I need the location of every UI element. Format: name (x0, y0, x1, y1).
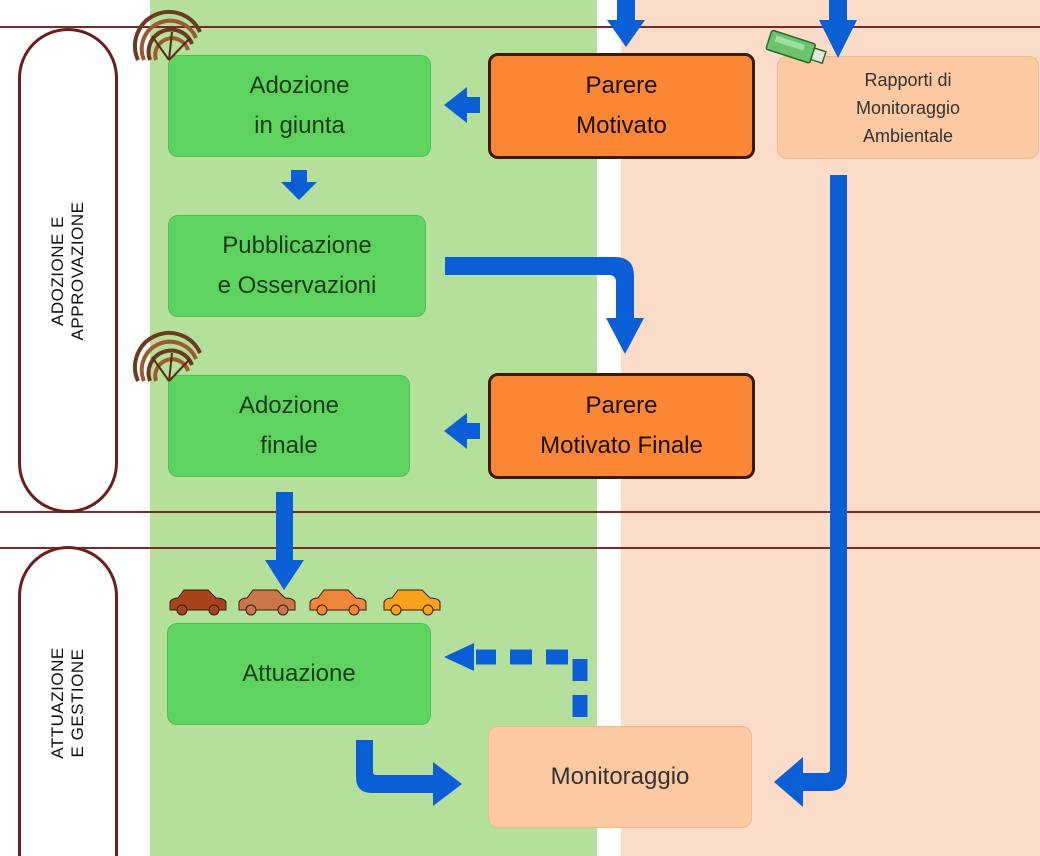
phase-divider-bottom (0, 547, 1040, 549)
assembly-seats-icon (132, 9, 202, 63)
box-pubblicazione-osservazioni: Pubblicazione e Osservazioni (168, 215, 426, 317)
box-parere-motivato-finale: Parere Motivato Finale (488, 373, 755, 479)
box-attuazione: Attuazione (167, 623, 431, 725)
car-icon (238, 589, 296, 616)
car-icon (383, 589, 441, 616)
box-adozione-finale: Adozione finale (168, 375, 410, 477)
car-icon (309, 589, 367, 616)
phase-divider-top (0, 26, 1040, 28)
phase-attuazione-gestione: ATTUAZIONE E GESTIONE (18, 546, 118, 856)
box-adozione-in-giunta: Adozione in giunta (168, 55, 431, 157)
phase-adozione-approvazione: ADOZIONE E APPROVAZIONE (18, 28, 118, 513)
box-monitoraggio: Monitoraggio (488, 726, 752, 828)
usb-drive-icon (765, 29, 827, 65)
box-rapporti-monitoraggio: Rapporti di Monitoraggio Ambientale (777, 56, 1039, 159)
car-icon (169, 589, 227, 616)
assembly-seats-icon (132, 330, 202, 383)
box-parere-motivato: Parere Motivato (488, 53, 755, 159)
phase-divider-middle (0, 511, 1040, 513)
